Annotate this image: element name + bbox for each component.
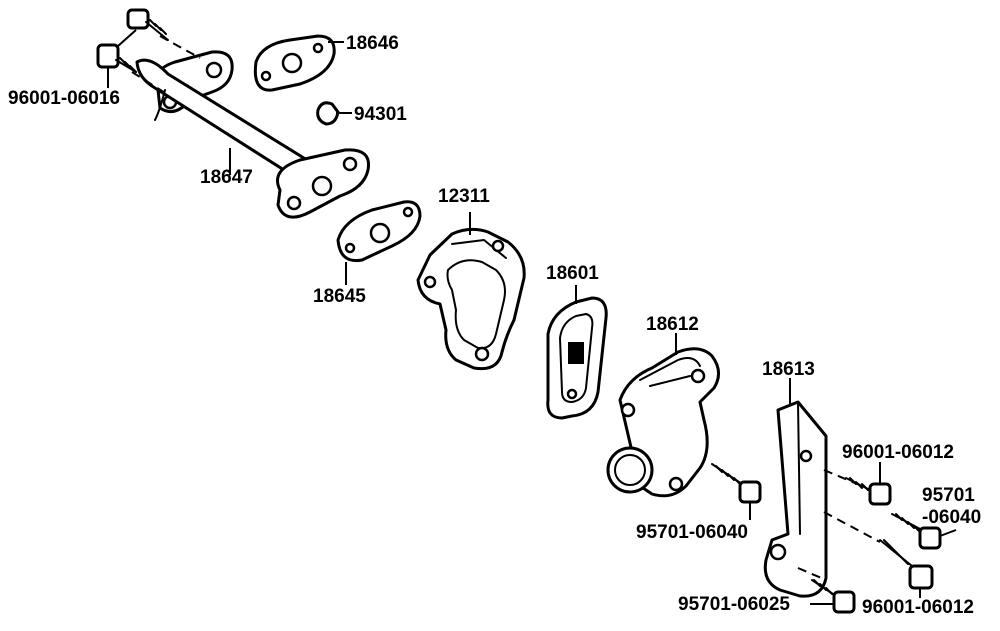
label-94301: 94301 — [354, 104, 407, 125]
gasket-18646 — [253, 34, 336, 92]
label-18612: 18612 — [646, 314, 699, 335]
label-96001-06016: 96001-06016 — [8, 88, 120, 109]
bracket-18613 — [763, 400, 828, 598]
label-96001-06012-lower: 96001-06012 — [862, 597, 974, 618]
gasket-18645 — [336, 200, 422, 263]
bolt-95701-06025 — [811, 579, 856, 614]
bolt-95701-06040-right — [891, 513, 942, 550]
label-12311: 12311 — [438, 186, 490, 207]
bolt-96001-06012-lower — [879, 539, 934, 590]
outlet-18612 — [606, 347, 720, 498]
clip-94301 — [316, 101, 340, 126]
bolt-96001-06016 — [96, 8, 169, 73]
label-18645: 18645 — [313, 286, 366, 307]
label-18646: 18646 — [346, 33, 399, 54]
label-95701-line2: -06040 — [922, 507, 981, 528]
label-18613: 18613 — [762, 359, 815, 380]
label-95701-06025: 95701-06025 — [678, 594, 790, 615]
label-18647: 18647 — [200, 167, 253, 188]
gasket-18601 — [546, 296, 608, 420]
label-95701-06040: 95701-06040 — [636, 522, 748, 543]
label-95701-line1: 95701 — [922, 485, 975, 506]
label-96001-06012-upper: 96001-06012 — [842, 442, 954, 463]
housing-12311 — [416, 227, 526, 371]
bolt-95701-06040-center — [711, 463, 762, 504]
pipe-18647 — [135, 50, 371, 219]
bolt-96001-06012-upper — [845, 477, 892, 506]
label-18601: 18601 — [546, 263, 599, 284]
